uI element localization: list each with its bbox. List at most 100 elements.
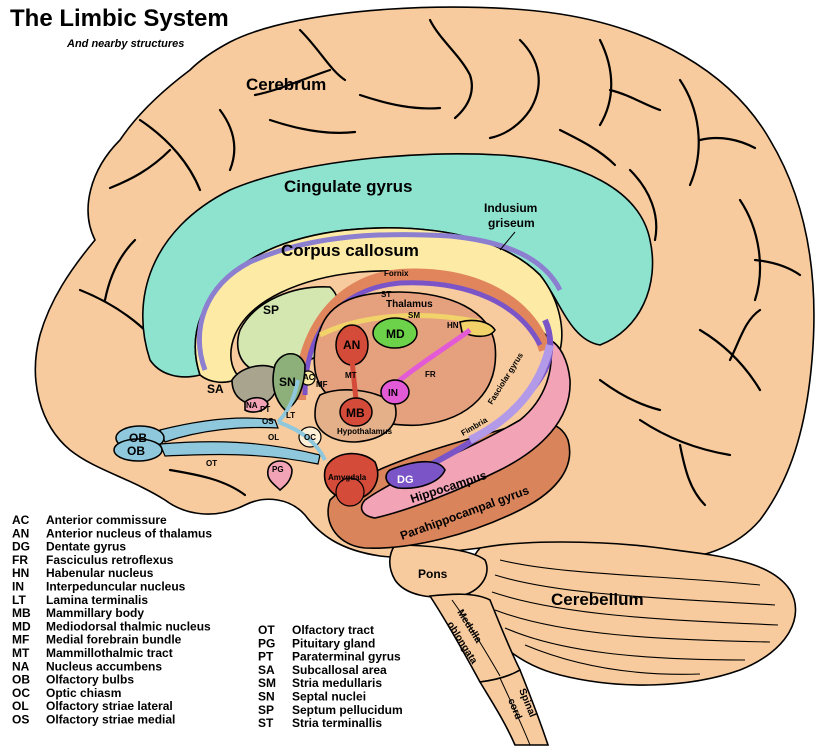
label-hn: HN <box>447 321 459 330</box>
legend-name: Pituitary gland <box>292 636 375 650</box>
pituitary-gland <box>266 460 293 492</box>
legend-abbr: MD <box>12 619 31 633</box>
legend-abbr: OC <box>12 686 30 700</box>
legend-abbr: SM <box>258 676 276 690</box>
indusium-pointer <box>499 231 516 251</box>
legend-abbr: PT <box>258 650 274 664</box>
label-sp: SP <box>263 303 279 317</box>
legend-name: Stria terminallis <box>292 716 382 730</box>
label-mb: MB <box>346 406 365 420</box>
label-amygdala: Amygdala <box>328 473 367 482</box>
legend-abbr: HN <box>12 566 29 580</box>
label-in: IN <box>388 388 398 399</box>
diagram-title: The Limbic System <box>10 5 229 32</box>
mammillothalamic-tract <box>349 359 359 401</box>
label-indusium-2: griseum <box>488 216 535 230</box>
legend-name: Septal nuclei <box>292 690 366 704</box>
label-na: NA <box>246 401 258 410</box>
dentate-gyrus-region <box>385 460 446 490</box>
label-cerebellum: Cerebellum <box>551 590 644 609</box>
amygdala-ring <box>335 477 365 507</box>
label-st: ST <box>381 290 391 299</box>
label-mt: MT <box>345 371 357 380</box>
legend-name: Olfactory striae medial <box>46 713 175 727</box>
label-mf: MF <box>316 380 328 389</box>
label-ac: AC <box>303 373 315 382</box>
legend-name: Subcallosal area <box>292 663 387 677</box>
legend-name: Mammillothalmic tract <box>46 646 173 660</box>
septal-nuclei <box>272 352 306 411</box>
mammillary-body <box>339 397 373 427</box>
label-ol: OL <box>268 433 279 442</box>
legend-name: Septum pellucidum <box>292 703 403 717</box>
label-corpus-callosum: Corpus callosum <box>281 241 419 260</box>
diagram-subtitle: And nearby structures <box>66 38 184 50</box>
interpeduncular-nucleus <box>380 379 410 405</box>
legend-name: Optic chiasm <box>46 686 121 700</box>
legend-name: Dentate gyrus <box>46 540 126 554</box>
stria-terminalis-tract <box>302 280 543 396</box>
label-lt: LT <box>286 411 295 420</box>
legend-name: Interpeduncular nucleus <box>46 580 186 594</box>
label-sa: SA <box>207 382 224 396</box>
label-md: MD <box>386 327 405 341</box>
legend-abbr: AN <box>12 526 29 540</box>
legend-name: Lamina terminalis <box>46 593 148 607</box>
legend-name: Anterior nucleus of thalamus <box>46 526 212 540</box>
legend-abbr: MF <box>12 633 29 647</box>
olfactory-tract-upper <box>159 417 279 443</box>
legend-name: Fasciculus retroflexus <box>46 553 174 567</box>
olfactory-striae <box>276 379 327 461</box>
label-fornix: Fornix <box>384 269 409 278</box>
label-ob-upper: OB <box>129 431 147 445</box>
legend-abbr: SN <box>258 690 275 704</box>
indusium-griseum-tract <box>196 232 563 371</box>
brainstem-lines <box>451 599 531 746</box>
optic-chiasm <box>298 426 322 448</box>
legend-abbr: SP <box>258 703 274 717</box>
label-pt: PT <box>260 405 270 414</box>
label-ob-lower: OB <box>127 444 145 458</box>
legend-abbr: OL <box>12 699 29 713</box>
legend-name: Medial forebrain bundle <box>46 633 182 647</box>
legend-name: Mammillary body <box>46 606 144 620</box>
label-sm: SM <box>408 311 420 320</box>
legend-abbr: AC <box>12 513 30 527</box>
legend-abbr: OT <box>258 623 275 637</box>
legend-name: Olfactory bulbs <box>46 673 134 687</box>
label-dg: DG <box>397 474 414 486</box>
legend-name: Stria medullaris <box>292 676 382 690</box>
legend-abbr: SA <box>258 663 275 677</box>
label-indusium-1: Indusium <box>484 201 537 215</box>
legend-abbr: NA <box>12 659 30 673</box>
label-pons: Pons <box>418 567 448 581</box>
olfactory-tract-lower <box>159 441 321 465</box>
legend-name: Habenular nucleus <box>46 566 154 580</box>
label-an: AN <box>343 338 360 352</box>
olfactory-bulb-lower <box>113 438 163 462</box>
legend-abbr: ST <box>258 716 274 730</box>
legend-name: Paraterminal gyrus <box>292 650 401 664</box>
legend-abbr: PG <box>258 636 275 650</box>
label-cingulate-gyrus: Cingulate gyrus <box>284 177 412 196</box>
legend-abbr: OS <box>12 713 29 727</box>
legend-name: Olfactory tract <box>292 623 374 637</box>
label-sn: SN <box>279 375 296 389</box>
legend-name: Mediodorsal thalmic nucleus <box>46 619 211 633</box>
legend-name: Nucleus accumbens <box>46 659 162 673</box>
stria-medullaris-tract <box>318 313 481 338</box>
label-fr: FR <box>425 370 436 379</box>
legend-name: Olfactory striae lateral <box>46 699 173 713</box>
label-thalamus: Thalamus <box>386 299 433 310</box>
cerebellum-folia <box>491 559 779 675</box>
label-pg: PG <box>272 465 284 474</box>
legend-name: Anterior commissure <box>46 513 167 527</box>
legend-abbr: MB <box>12 606 31 620</box>
mediodorsal-nucleus <box>372 317 418 349</box>
label-hypothalamus: Hypothalamus <box>337 427 393 436</box>
fasciolar-gyrus-tract <box>468 344 554 444</box>
legend-abbr: DG <box>12 540 30 554</box>
